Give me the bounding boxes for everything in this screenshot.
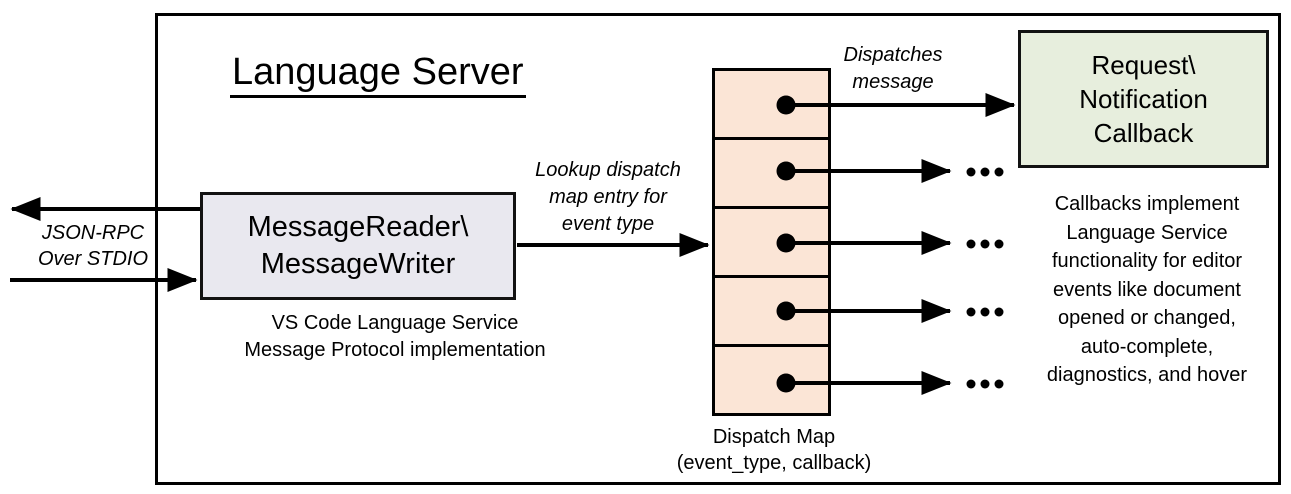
dispatch-map-caption: Dispatch Map (event_type, callback) <box>676 426 872 474</box>
json-rpc-stdio-label: JSON-RPC Over STDIO <box>37 222 148 270</box>
dispatch-map-cell <box>715 344 828 413</box>
dispatches-message-label: Dispatches message <box>843 44 943 93</box>
request-notification-callback-box: Request\ Notification Callback <box>1018 30 1269 168</box>
diagram-title: Language Server <box>230 50 526 98</box>
dispatch-map-cell <box>715 137 828 206</box>
request-notification-callback-label: Request\ Notification Callback <box>1079 50 1208 148</box>
lookup-dispatch-label: Lookup dispatch map entry for event type <box>535 159 681 235</box>
dispatch-map-cell <box>715 275 828 344</box>
callbacks-description-note: Callbacks implement Language Service fun… <box>1046 193 1248 386</box>
message-reader-writer-box: MessageReader\ MessageWriter <box>200 192 516 300</box>
message-reader-writer-label: MessageReader\ MessageWriter <box>247 211 469 280</box>
dispatch-map <box>712 68 831 416</box>
reader-box-caption: VS Code Language Service Message Protoco… <box>244 312 546 361</box>
dispatch-map-cell <box>715 206 828 275</box>
diagram-title-text: Language Server <box>230 50 526 98</box>
dispatch-map-cell <box>715 71 828 137</box>
